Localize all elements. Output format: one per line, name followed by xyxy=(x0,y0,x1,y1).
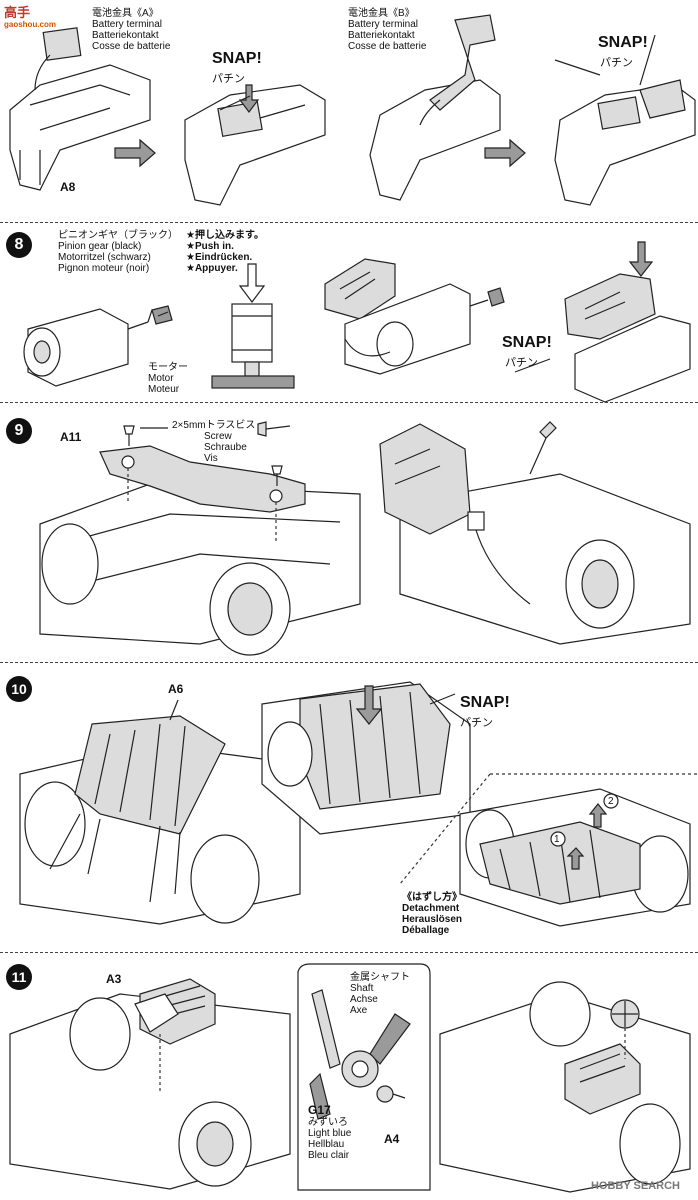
snap-jp-label: パチン xyxy=(505,357,538,369)
part-a4-label: A4 xyxy=(384,1132,400,1146)
snap-jp-label-1: パチン xyxy=(212,73,245,85)
step-9: 9 xyxy=(0,404,698,660)
step11-illustration xyxy=(9,963,691,1193)
part-a6-label: A6 xyxy=(168,682,184,696)
snap-label: SNAP! xyxy=(502,334,552,351)
step-8: 8 xyxy=(0,224,698,403)
separator xyxy=(0,402,698,403)
gear-label: G17 みずいろ Light blue Hellblau Bleu clair xyxy=(308,1103,352,1162)
part-a11-label: A11 xyxy=(60,430,82,444)
step8-illustration xyxy=(23,241,691,403)
step9-illustration xyxy=(39,421,691,656)
snap-label-2: SNAP! xyxy=(598,34,648,51)
step-number-badge: 9 xyxy=(6,418,32,444)
part-a8-label: A8 xyxy=(60,180,76,194)
snap-label: SNAP! xyxy=(460,694,510,711)
pinion-label: ピニオンギヤ（ブラック） Pinion gear (black) Motorri… xyxy=(58,230,178,274)
push-label: ★押し込みます。 ★Push in. ★Eindrücken. ★Appuyer… xyxy=(186,230,264,274)
motor-label: モーター Motor Moteur xyxy=(148,362,188,395)
part-a3-label: A3 xyxy=(106,972,122,986)
step-number-badge: 11 xyxy=(6,964,32,990)
watermark-text: HOBBY SEARCH xyxy=(590,1180,680,1192)
screw-label: 2×5mmトラスビス Screw Schraube Vis xyxy=(172,420,256,464)
step10-illustration xyxy=(19,681,698,927)
terminal-b-label: 電池金具《B》 Battery terminal Batteriekontakt… xyxy=(348,8,427,52)
snap-jp-label-2: パチン xyxy=(600,57,633,69)
separator xyxy=(0,662,698,663)
snap-jp-label: パチン xyxy=(460,717,493,729)
step-number-badge: 10 xyxy=(6,676,32,702)
terminal-a-label: 電池金具《A》 Battery terminal Batteriekontakt… xyxy=(92,8,171,52)
site-logo: 高手 gaoshou.com xyxy=(4,5,57,29)
step-marker-1: 1 xyxy=(554,834,560,845)
step-7: 電池金具《A》 Battery terminal Batteriekontakt… xyxy=(0,0,698,222)
snap-label-1: SNAP! xyxy=(212,50,262,67)
shaft-label: 金属シャフト Shaft Achse Axe xyxy=(350,972,410,1016)
step-11: 11 xyxy=(0,954,698,1200)
separator xyxy=(0,222,698,223)
step-marker-2: 2 xyxy=(608,796,614,807)
step-10: 10 xyxy=(0,664,698,950)
separator xyxy=(0,952,698,953)
step7-illustration xyxy=(9,14,696,206)
detach-label: 《はずし方》 Detachment Herauslösen Déballage xyxy=(402,892,463,936)
step-number-badge: 8 xyxy=(6,232,32,258)
